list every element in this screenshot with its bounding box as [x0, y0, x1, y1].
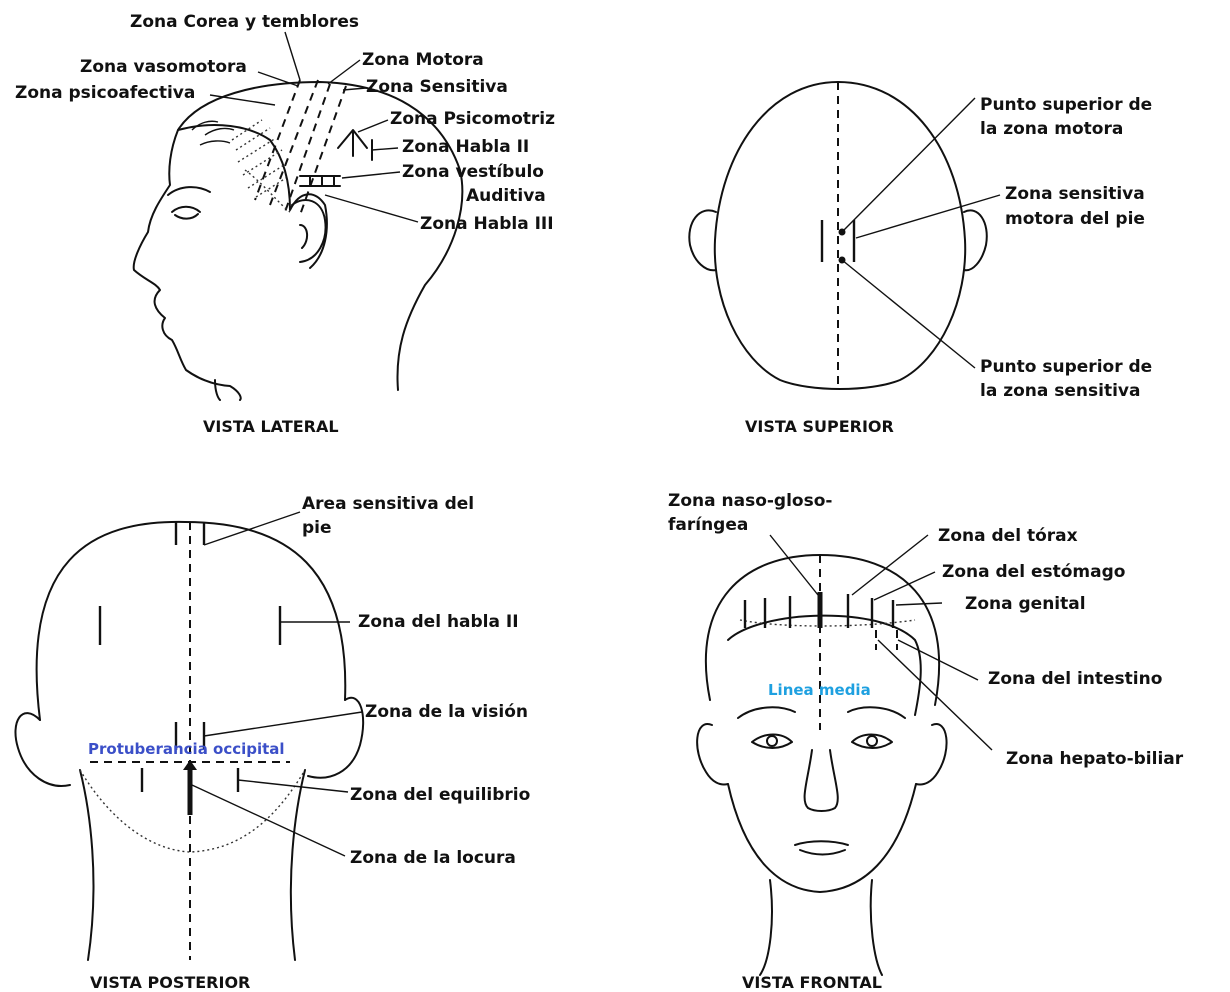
lateral-eyebrow: [168, 187, 210, 195]
label-auditiva: Auditiva: [466, 186, 546, 206]
label-protuberancia: Protuberancia occipital: [88, 740, 285, 758]
label-sens-pie-2: motora del pie: [1005, 209, 1145, 229]
caption-posterior: VISTA POSTERIOR: [90, 973, 250, 992]
label-corea: Zona Corea y temblores: [130, 12, 359, 32]
caption-frontal: VISTA FRONTAL: [742, 973, 882, 992]
leader-punto-sensitiva: [842, 260, 975, 368]
lateral-neck: [215, 380, 220, 400]
label-genital: Zona genital: [965, 594, 1086, 614]
label-naso-1: Zona naso-gloso-: [668, 491, 832, 511]
leader-sens-pie: [856, 195, 1000, 238]
leader-psicoafectiva: [210, 95, 275, 105]
lateral-zone-marks: [232, 80, 372, 215]
caption-superior: VISTA SUPERIOR: [745, 417, 894, 436]
leader-psicomotriz: [358, 120, 388, 132]
label-area-pie-1: Area sensitiva del: [302, 494, 474, 514]
label-punto-sens-1: Punto superior de: [980, 357, 1152, 377]
leader-vestibulo: [342, 172, 400, 178]
leader-torax: [852, 535, 928, 595]
label-motora: Zona Motora: [362, 50, 484, 70]
label-area-pie-2: pie: [302, 518, 332, 538]
label-equilibrio: Zona del equilibrio: [350, 785, 530, 805]
leader-punto-motora: [842, 98, 975, 232]
frontal-eyebrow-right: [848, 707, 905, 718]
posterior-neck-right: [291, 770, 305, 960]
frontal-neck: [760, 880, 882, 975]
leader-estomago: [874, 572, 935, 600]
label-psicoafectiva: Zona psicoafectiva: [15, 83, 195, 103]
label-vision: Zona de la visión: [365, 702, 528, 722]
leader-hepato: [878, 640, 992, 750]
label-locura: Zona de la locura: [350, 848, 516, 868]
superior-head-outline: [715, 82, 965, 389]
zone-vasomotora-line: [255, 80, 300, 200]
superior-view-panel: Punto superior de la zona motora Zona se…: [689, 82, 1152, 436]
leader-vision: [204, 712, 362, 736]
leader-motora: [328, 60, 360, 84]
frontal-face-outline: [728, 784, 916, 892]
posterior-neck-left: [80, 770, 93, 960]
zone-hatch-psico: [245, 170, 290, 212]
label-vasomotora: Zona vasomotora: [80, 57, 247, 77]
caption-lateral: VISTA LATERAL: [203, 417, 339, 436]
leader-habla3: [325, 195, 418, 222]
leader-equilibrio: [238, 780, 348, 792]
lateral-view-panel: Zona Corea y temblores Zona vasomotora Z…: [15, 12, 555, 436]
label-sensitiva: Zona Sensitiva: [366, 77, 508, 97]
posterior-view-panel: Area sensitiva del pie Zona del habla II…: [15, 494, 530, 992]
leader-locura: [192, 785, 345, 856]
label-intestino: Zona del intestino: [988, 669, 1162, 689]
frontal-iris-left: [767, 736, 777, 746]
frontal-ear-left: [697, 724, 728, 784]
posterior-ear-right: [308, 698, 363, 778]
lateral-eye: [172, 207, 200, 219]
frontal-eyebrow-left: [738, 707, 795, 718]
label-punto-motora-2: la zona motora: [980, 119, 1123, 139]
frontal-view-panel: Zona naso-gloso- faríngea Zona del tórax…: [668, 491, 1184, 992]
label-naso-2: faríngea: [668, 515, 748, 535]
label-hepato: Zona hepato-biliar: [1006, 749, 1184, 769]
label-estomago: Zona del estómago: [942, 562, 1125, 582]
label-punto-motora-1: Punto superior de: [980, 95, 1152, 115]
label-habla2: Zona Habla II: [402, 137, 529, 157]
frontal-mouth: [795, 841, 848, 854]
superior-ear-left: [689, 210, 716, 270]
posterior-ear-left: [15, 713, 70, 786]
leader-sensitiva: [343, 88, 366, 90]
label-vestibulo: Zona vestíbulo: [402, 162, 544, 182]
label-habla3: Zona Habla III: [420, 214, 554, 234]
frontal-nose: [805, 750, 838, 811]
leader-area-pie: [204, 512, 300, 545]
superior-ear-right: [964, 210, 987, 270]
leader-naso: [770, 535, 818, 595]
label-linea-media: Linea media: [768, 681, 871, 699]
frontal-iris-right: [867, 736, 877, 746]
label-punto-sens-2: la zona sensitiva: [980, 381, 1141, 401]
label-habla2-post: Zona del habla II: [358, 612, 519, 632]
zone-vestibulo-mark: [300, 176, 340, 186]
leader-habla2: [372, 148, 398, 150]
label-psicomotriz: Zona Psicomotriz: [390, 109, 555, 129]
label-sens-pie-1: Zona sensitiva: [1005, 184, 1145, 204]
leader-corea: [285, 32, 300, 80]
frontal-ear-right: [916, 724, 947, 784]
leader-genital: [896, 603, 942, 605]
frontal-hairline: [728, 616, 921, 715]
label-torax: Zona del tórax: [938, 526, 1078, 546]
